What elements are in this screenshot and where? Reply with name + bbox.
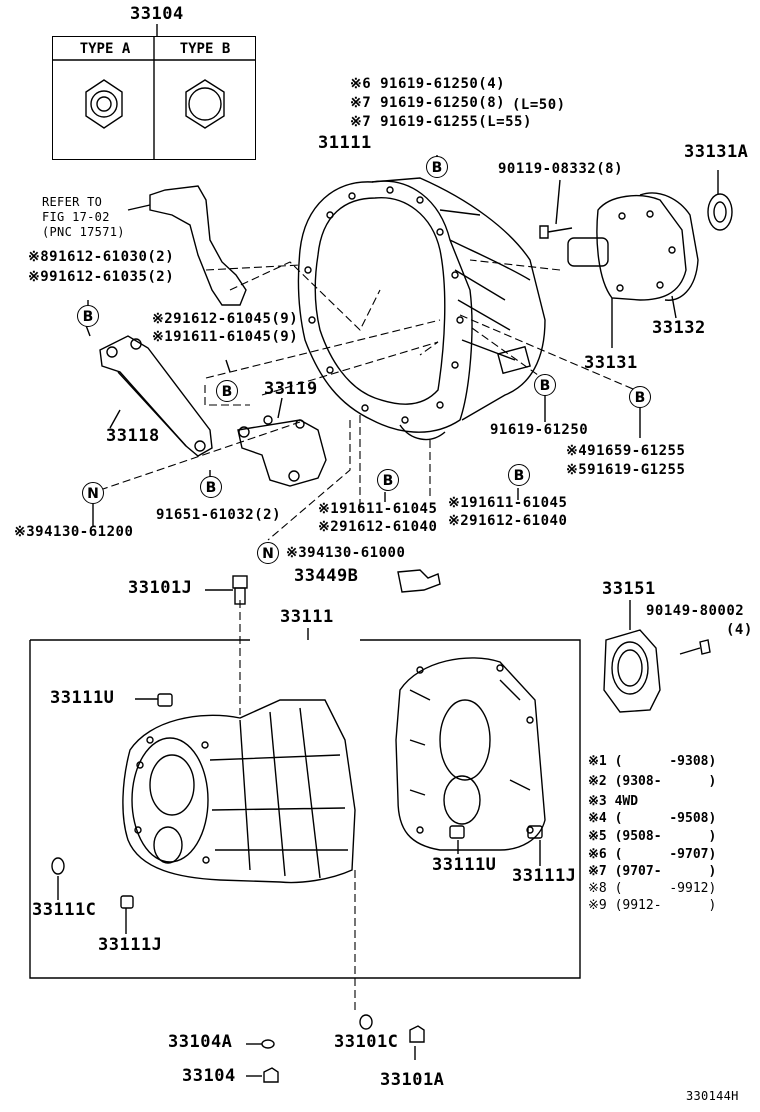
label-91612-61040-right: ※291612-61040: [448, 513, 568, 529]
legend-text: ( -9707): [614, 847, 717, 862]
legend-text: ( -9308): [614, 754, 717, 769]
legend-row: ※3 4WD: [588, 794, 638, 809]
label-33132: 33132: [652, 318, 706, 338]
refer-note-line3: (PNC 17571): [42, 225, 125, 239]
label-91611-61045-1: ※191611-61045(9): [152, 329, 299, 345]
label-33111u-right: 33111U: [432, 855, 497, 875]
marker-b-4: B: [534, 374, 556, 396]
label-33151: 33151: [602, 579, 656, 599]
legend-mark: ※5: [588, 829, 607, 844]
label-90149-qty: (4): [726, 622, 753, 638]
label-33111j-right: 33111J: [512, 866, 577, 886]
label-90149-80002: 90149-80002: [646, 603, 745, 619]
marker-b-8: B: [508, 464, 530, 486]
label-91651-61032: 91651-61032(2): [156, 507, 282, 523]
label-33104-bottom: 33104: [182, 1066, 236, 1086]
figure-code: 330144H: [686, 1089, 739, 1103]
refer-note-line2: FIG 17-02: [42, 210, 110, 224]
label-33111u-left: 33111U: [50, 688, 115, 708]
legend-row: ※2 (9308- ): [588, 774, 716, 789]
legend-text: ( -9508): [614, 811, 717, 826]
label-91612-61040-left: ※291612-61040: [318, 519, 438, 535]
legend-mark: ※2: [588, 774, 607, 789]
legend-row: ※4 ( -9508): [588, 811, 716, 826]
type-b-header: TYPE B: [179, 41, 231, 57]
type-table: TYPE A TYPE B: [52, 36, 256, 160]
marker-b-3: B: [216, 380, 238, 402]
label-94130-61000: ※394130-61000: [286, 545, 406, 561]
label-91619-61250: 91619-61250: [490, 422, 589, 438]
legend-text: 4WD: [614, 794, 639, 809]
legend-row: ※5 (9508- ): [588, 829, 716, 844]
legend-mark: ※9: [588, 898, 607, 913]
legend-row: ※9 (9912- ): [588, 898, 716, 913]
label-90119-08332: 90119-08332(8): [498, 161, 624, 177]
legend-text: (9508- ): [614, 829, 717, 844]
legend-row: ※1 ( -9308): [588, 754, 716, 769]
label-91619-61250-7: ※7 91619-61250(8): [350, 95, 506, 111]
label-l50: (L=50): [512, 97, 566, 113]
legend-text: (9308- ): [614, 774, 717, 789]
legend-mark: ※3: [588, 794, 607, 809]
legend-text: (9707- ): [614, 864, 717, 879]
label-33111c: 33111C: [32, 900, 97, 920]
legend-text: (9912- ): [614, 898, 717, 913]
type-a-header: TYPE A: [79, 41, 131, 57]
label-33131: 33131: [584, 353, 638, 373]
legend-mark: ※1: [588, 754, 607, 769]
marker-b-5: B: [629, 386, 651, 408]
label-91619-g1255-5: ※591619-G1255: [566, 462, 686, 478]
legend-mark: ※6: [588, 847, 607, 862]
legend-mark: ※4: [588, 811, 607, 826]
marker-b-2: B: [77, 305, 99, 327]
label-91659-61255-4: ※491659-61255: [566, 443, 686, 459]
label-91619-g1255-7: ※7 91619-G1255(L=55): [350, 114, 532, 130]
label-33101c: 33101C: [334, 1032, 399, 1052]
marker-b-1: B: [426, 156, 448, 178]
marker-n-1: N: [82, 482, 104, 504]
label-33104a: 33104A: [168, 1032, 233, 1052]
label-33118: 33118: [106, 426, 160, 446]
label-91611-61045-left: ※191611-61045: [318, 501, 438, 517]
refer-note-line1: REFER TO: [42, 195, 103, 209]
label-91612-61030: ※891612-61030(2): [28, 249, 175, 265]
label-94130-61200: ※394130-61200: [14, 524, 134, 540]
marker-b-6: B: [200, 476, 222, 498]
label-91611-61045-right: ※191611-61045: [448, 495, 568, 511]
label-31111: 31111: [318, 133, 372, 153]
label-33131a: 33131A: [684, 142, 749, 162]
label-91612-61045-2: ※291612-61045(9): [152, 311, 299, 327]
legend-row: ※8 ( -9912): [588, 881, 716, 896]
marker-n-2: N: [257, 542, 279, 564]
legend-mark: ※8: [588, 881, 607, 896]
marker-b-7: B: [377, 469, 399, 491]
label-33119: 33119: [264, 379, 318, 399]
label-33101a: 33101A: [380, 1070, 445, 1090]
legend-row: ※6 ( -9707): [588, 847, 716, 862]
label-33111j-left: 33111J: [98, 935, 163, 955]
label-33111: 33111: [280, 607, 334, 627]
label-33101j: 33101J: [128, 578, 193, 598]
label-91619-61250-6: ※6 91619-61250(4): [350, 76, 506, 92]
legend-row: ※7 (9707- ): [588, 864, 716, 879]
legend-text: ( -9912): [614, 881, 717, 896]
label-33104-top: 33104: [130, 4, 184, 24]
label-33449b: 33449B: [294, 566, 359, 586]
label-91612-61035: ※991612-61035(2): [28, 269, 175, 285]
legend-mark: ※7: [588, 864, 607, 879]
